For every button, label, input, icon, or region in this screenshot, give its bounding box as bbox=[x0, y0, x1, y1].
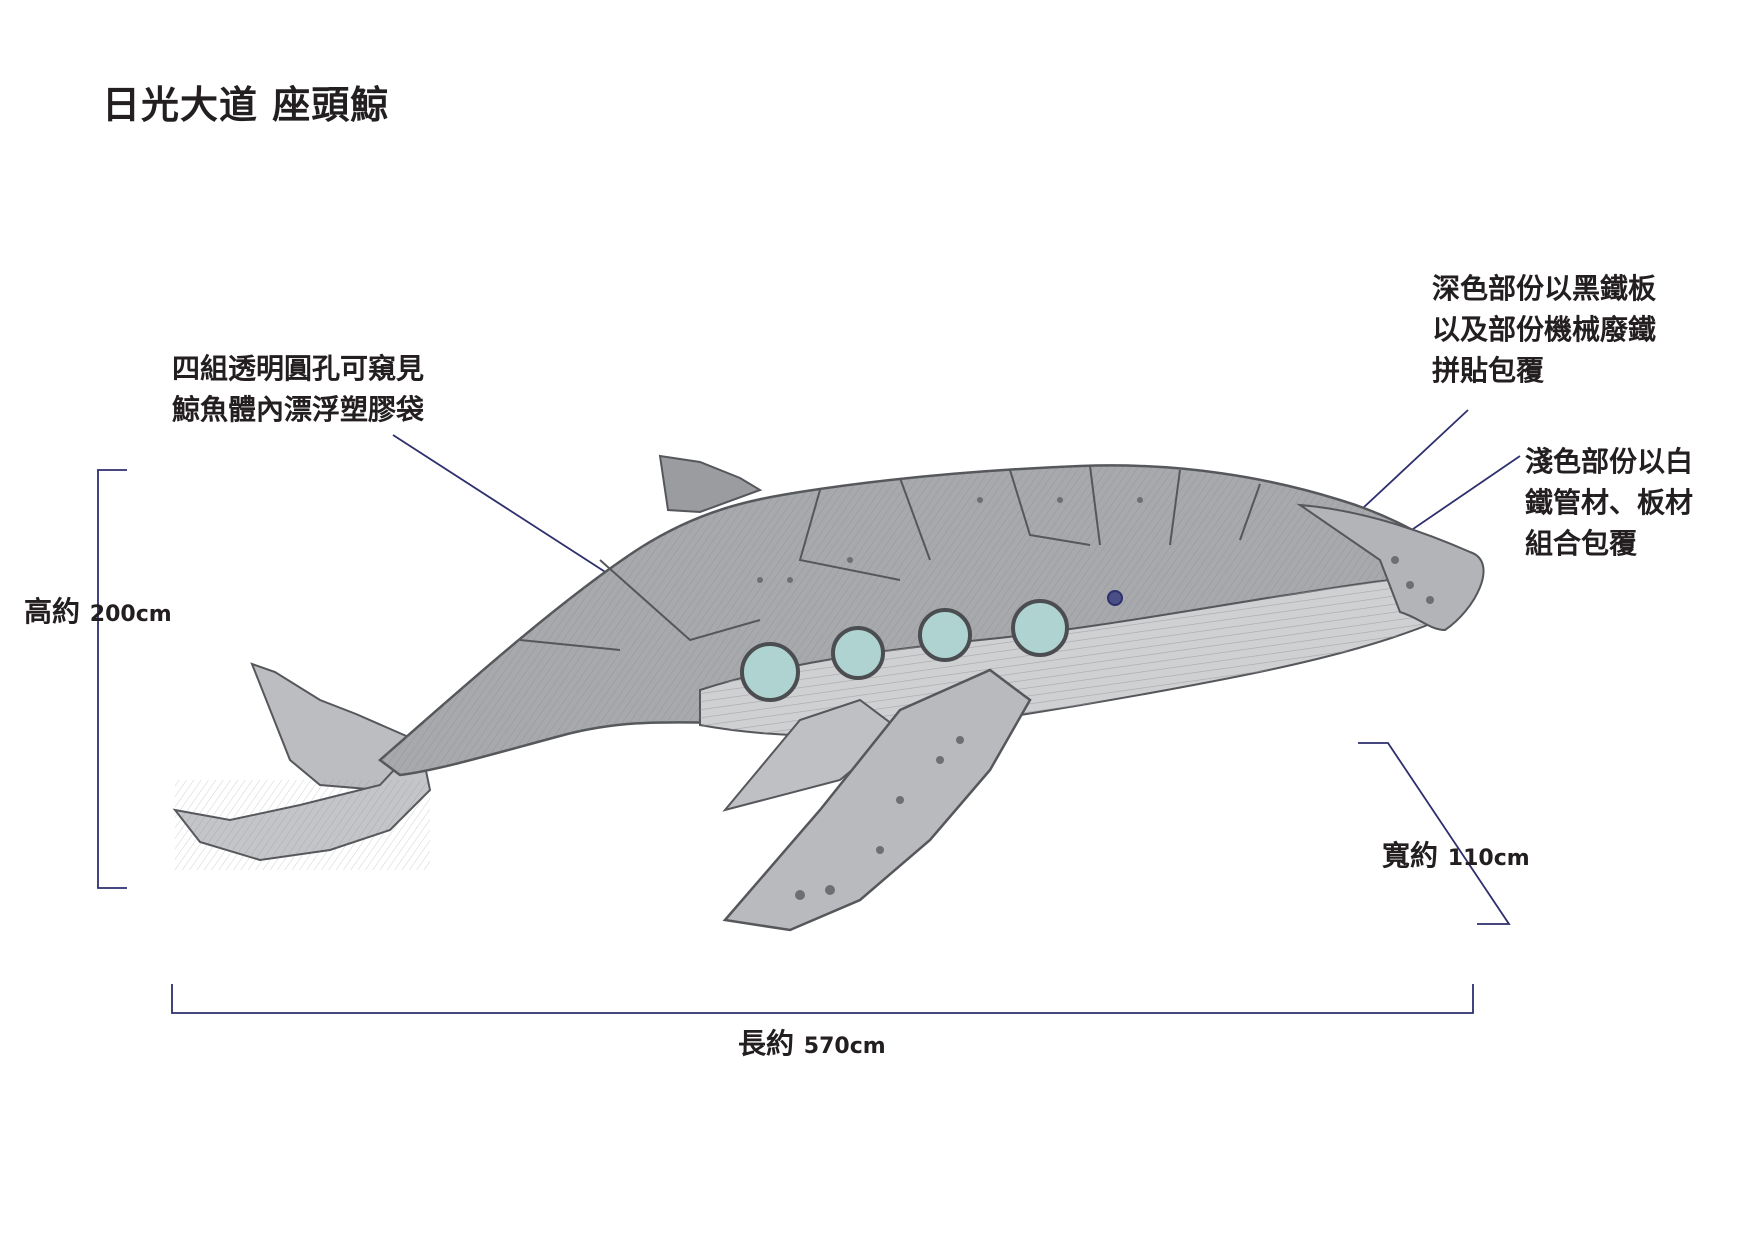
annotation-line: 鯨魚體內漂浮塑膠袋 bbox=[172, 393, 425, 426]
porthole-3 bbox=[918, 608, 972, 662]
porthole-2 bbox=[831, 626, 885, 680]
annotation-line: 組合包覆 bbox=[1525, 527, 1638, 560]
dorsal-fin bbox=[658, 454, 763, 514]
height-bracket bbox=[97, 469, 127, 889]
width-value: 110cm bbox=[1447, 846, 1530, 871]
annotation-line: 深色部份以黑鐵板 bbox=[1432, 272, 1657, 305]
height-value: 200cm bbox=[89, 602, 172, 627]
pectoral-fin-back bbox=[722, 698, 902, 812]
page-title: 日光大道 座頭鯨 bbox=[102, 83, 390, 127]
annotation-line: 四組透明圓孔可窺見 bbox=[172, 352, 425, 385]
annotation-windows: 四組透明圓孔可窺見 鯨魚體內漂浮塑膠袋 bbox=[172, 348, 424, 430]
length-bracket bbox=[171, 984, 1474, 1014]
porthole-1 bbox=[740, 642, 800, 702]
height-dimension: 高約 200cm bbox=[24, 590, 172, 630]
annotation-dark-parts: 深色部份以黑鐵板 以及部份機械廢鐵 拼貼包覆 bbox=[1432, 268, 1656, 391]
annotation-line: 淺色部份以白 bbox=[1525, 445, 1694, 478]
length-value: 570cm bbox=[803, 1034, 886, 1059]
width-bracket bbox=[1358, 742, 1511, 925]
leader-dark bbox=[1347, 409, 1469, 523]
width-dimension: 寬約 110cm bbox=[1382, 834, 1530, 874]
length-dimension: 長約 570cm bbox=[738, 1022, 886, 1062]
annotation-line: 鐵管材、板材 bbox=[1525, 486, 1694, 519]
annotation-light-parts: 淺色部份以白 鐵管材、板材 組合包覆 bbox=[1525, 441, 1693, 564]
porthole-4 bbox=[1011, 599, 1069, 657]
eye bbox=[1107, 590, 1123, 606]
width-label: 寬約 bbox=[1382, 839, 1439, 872]
height-label: 高約 bbox=[24, 595, 81, 628]
annotation-line: 以及部份機械廢鐵 bbox=[1432, 313, 1657, 346]
length-label: 長約 bbox=[738, 1027, 795, 1060]
whale-head bbox=[1296, 503, 1485, 632]
pectoral-fin-front bbox=[722, 668, 1032, 932]
annotation-line: 拼貼包覆 bbox=[1432, 354, 1545, 387]
